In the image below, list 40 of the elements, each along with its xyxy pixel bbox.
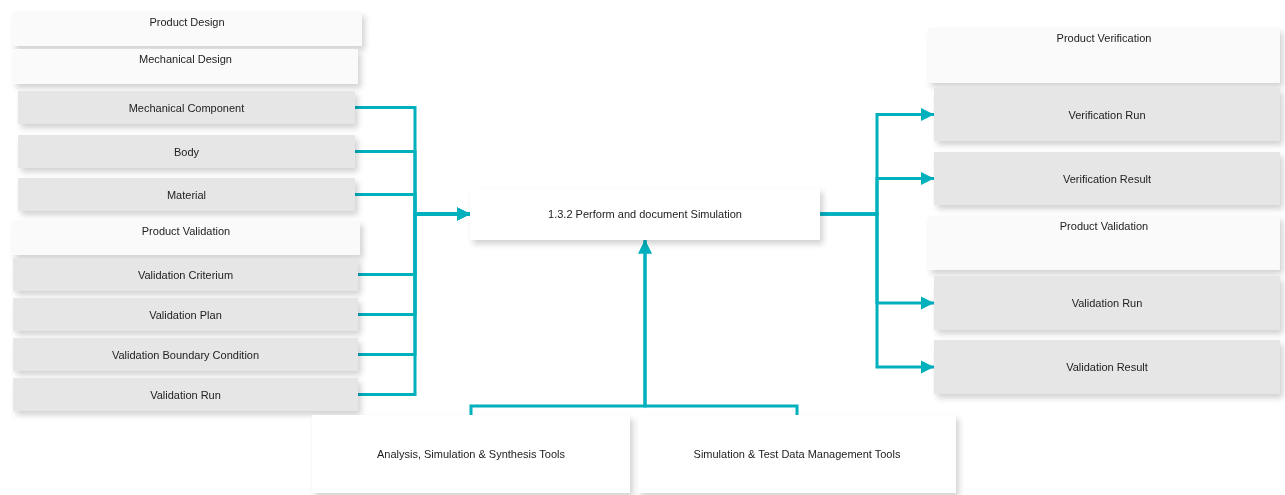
node-label: Analysis, Simulation & Synthesis Tools [376,448,566,460]
node-label: Validation Result [1066,361,1148,373]
node-label: Validation Plan [149,308,222,321]
arrow [638,240,799,415]
process-box [18,178,355,211]
group-header-box [928,28,1280,83]
node-label: Validation Run [150,388,221,401]
node-label: Product Design [149,16,225,28]
process-box [638,415,956,493]
node-label: Validation Boundary Condition [111,348,260,361]
process-box [934,276,1280,330]
process-box [13,258,358,291]
group-header-box [12,221,360,255]
node-label: Body [173,145,200,158]
arrow [820,212,934,374]
process-box [18,135,355,168]
node-label: Validation Run [1071,297,1143,309]
group-header-box [13,49,358,84]
process-box [13,298,358,331]
node-label: Mechanical Component [128,101,245,114]
node-label: Verification Run [1068,108,1146,121]
node-label: Product Verification [1056,32,1152,44]
node-label: Product Validation [141,225,231,237]
process-box [13,338,358,371]
process-box [13,378,358,411]
process-box [18,91,355,124]
node-label: Simulation & Test Data Management Tools [693,448,901,460]
process-box [312,415,630,493]
process-box [470,188,820,240]
node-label: Mechanical Design [139,53,232,65]
group-header-box [12,12,362,46]
process-box [934,340,1280,394]
node-label: Material [166,188,207,201]
process-box [934,152,1280,205]
node-label: Product Validation [1059,220,1149,232]
node-label: Validation Criterium [137,268,234,281]
node-label: 1.3.2 Perform and document Simulation [548,208,742,220]
group-header-box [928,216,1280,270]
node-label: Verification Result [1062,172,1151,185]
process-box [934,88,1280,141]
